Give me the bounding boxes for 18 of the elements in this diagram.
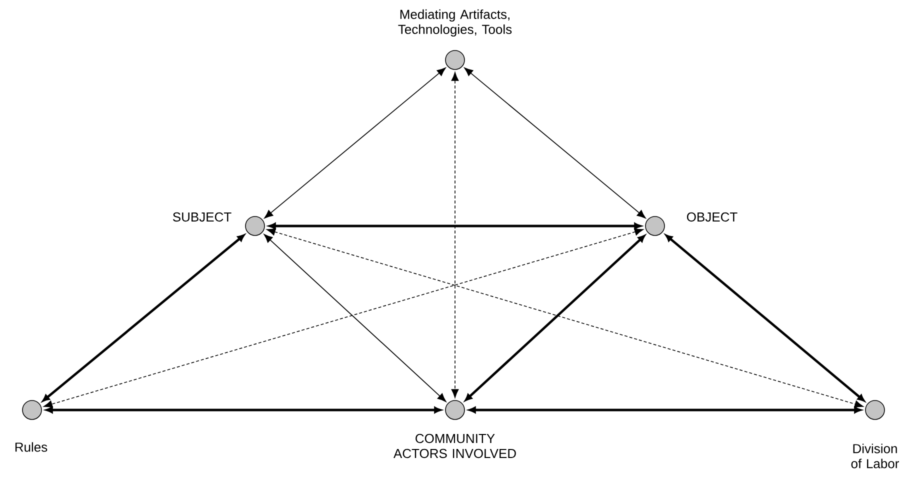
arrow xyxy=(264,234,446,402)
arrow xyxy=(44,228,644,408)
node-label: OBJECT xyxy=(686,212,738,222)
arrow xyxy=(451,72,459,398)
node-label: SUBJECT xyxy=(173,212,232,222)
node-label: Rules xyxy=(15,442,48,452)
arrow xyxy=(468,406,862,414)
arrow xyxy=(46,406,442,414)
node-label: COMMUNITY ACTORS INVOLVED xyxy=(394,434,516,458)
arrow xyxy=(665,234,865,402)
arrow xyxy=(264,68,446,218)
arrow xyxy=(268,222,642,230)
arrow xyxy=(464,235,646,401)
arrow xyxy=(42,234,245,402)
node-label: Division of Labor xyxy=(851,444,899,468)
node-label: Mediating Artifacts, Technologies, Tools xyxy=(398,9,512,37)
arrow xyxy=(266,228,864,408)
arrow xyxy=(464,68,646,218)
